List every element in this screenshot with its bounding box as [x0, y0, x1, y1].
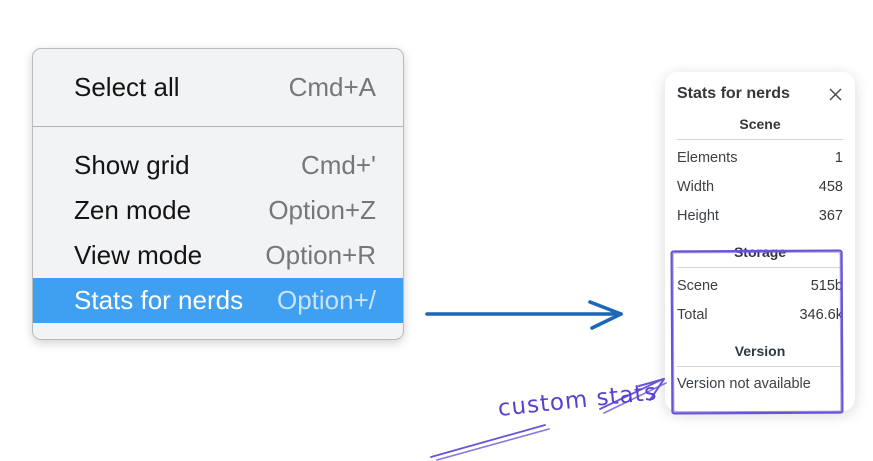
menu-item-show-grid[interactable]: Show grid Cmd+': [33, 143, 403, 188]
blue-arrow: [425, 300, 623, 330]
stat-value: 515b: [810, 278, 843, 294]
divider: [677, 139, 843, 140]
menu-item-view-mode[interactable]: View mode Option+R: [33, 233, 403, 278]
stats-panel: Stats for nerds Scene Elements 1 Width 4…: [665, 72, 855, 411]
stat-value: 367: [818, 208, 843, 224]
context-menu: Select all Cmd+A Show grid Cmd+' Zen mod…: [32, 48, 404, 340]
custom-stats-label: custom stats: [496, 379, 659, 422]
menu-item-label: Zen mode: [74, 195, 192, 225]
stat-label: Height: [677, 208, 719, 224]
menu-item-select-all[interactable]: Select all Cmd+A: [33, 65, 403, 110]
menu-item-label: Show grid: [74, 150, 190, 180]
stat-row-height: Height 367: [677, 202, 843, 231]
menu-divider: [33, 126, 403, 127]
stats-section-storage: Storage Scene 515b Total 346.6k: [677, 244, 843, 330]
stat-value: 1: [834, 150, 843, 166]
stat-row-scene-storage: Scene 515b: [677, 272, 843, 301]
divider: [677, 366, 843, 367]
version-note: Version not available: [677, 376, 811, 392]
menu-item-zen-mode[interactable]: Zen mode Option+Z: [33, 188, 403, 233]
section-heading: Storage: [733, 244, 787, 260]
stat-label: Elements: [677, 150, 738, 166]
context-menu-section-bottom: Show grid Cmd+' Zen mode Option+Z View m…: [33, 127, 403, 339]
menu-item-stats-for-nerds[interactable]: Stats for nerds Option+/: [33, 278, 403, 323]
stat-label: Scene: [677, 278, 719, 294]
menu-item-shortcut: Cmd+A: [288, 72, 376, 102]
stat-row-elements: Elements 1: [677, 144, 843, 173]
stat-value: 458: [818, 179, 843, 195]
section-heading: Version: [734, 343, 786, 359]
menu-item-label: View mode: [74, 240, 203, 270]
menu-item-label: Select all: [74, 72, 180, 102]
stat-label: Total: [677, 307, 708, 323]
stat-row-width: Width 458: [677, 173, 843, 202]
menu-item-shortcut: Cmd+': [300, 150, 376, 180]
stats-section-scene: Scene Elements 1 Width 458 Height 367: [677, 116, 843, 231]
menu-item-shortcut: Option+/: [276, 285, 376, 315]
close-icon[interactable]: [827, 86, 843, 102]
stats-section-version: Version Version not available: [677, 343, 843, 397]
stat-label: Width: [677, 179, 715, 195]
stats-panel-header: Stats for nerds: [677, 85, 843, 103]
section-heading: Scene: [739, 116, 781, 132]
menu-item-shortcut: Option+Z: [268, 195, 376, 225]
stat-row-total-storage: Total 346.6k: [677, 301, 843, 330]
stats-panel-title: Stats for nerds: [677, 85, 790, 102]
divider: [677, 267, 843, 268]
context-menu-section-top: Select all Cmd+A: [33, 49, 403, 126]
stat-value: 346.6k: [799, 307, 843, 323]
menu-item-label: Stats for nerds: [74, 285, 244, 315]
menu-item-shortcut: Option+R: [265, 240, 376, 270]
